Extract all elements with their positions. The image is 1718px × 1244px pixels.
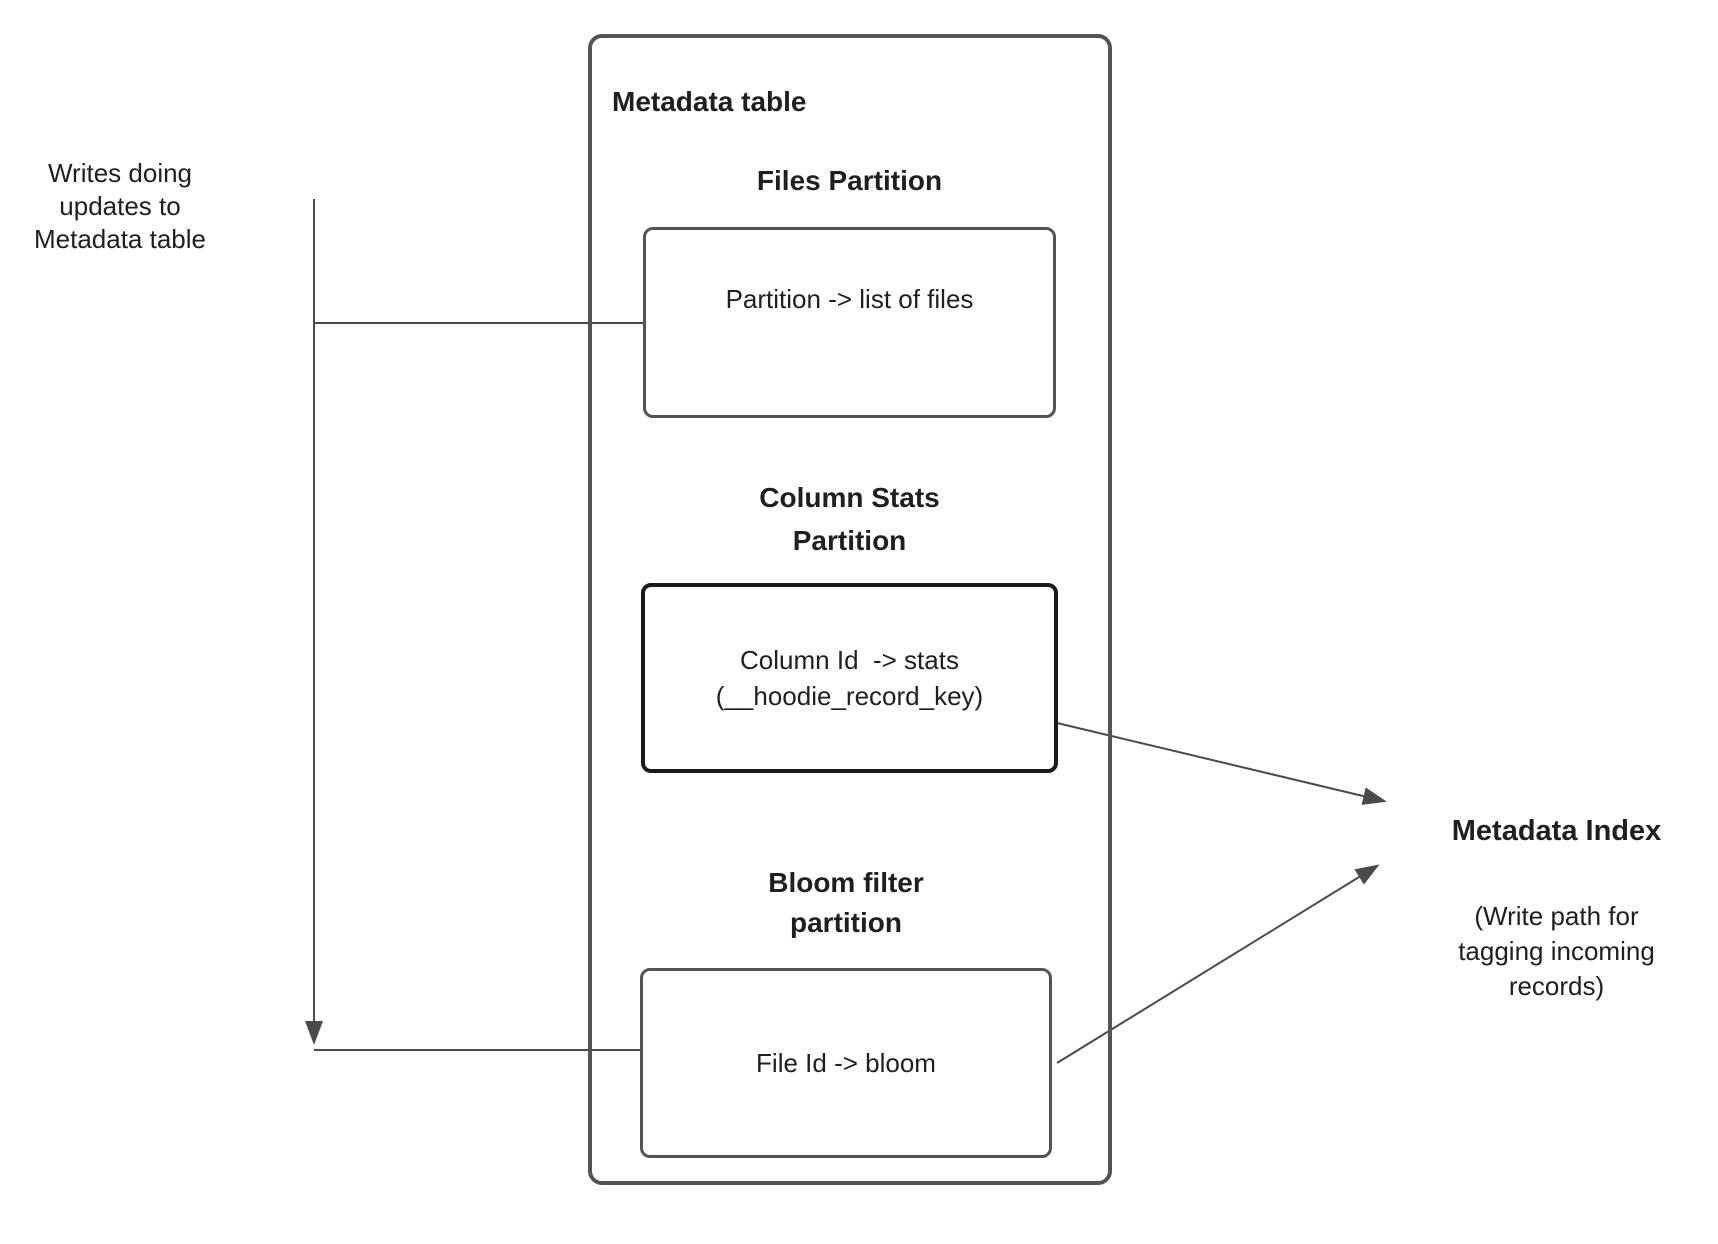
bloom-filter-box-text: File Id -> bloom xyxy=(756,1048,936,1078)
files-partition-box: Partition -> list of files xyxy=(643,227,1056,418)
column-stats-box-text: Column Id -> stats (__hoodie_record_key) xyxy=(715,645,984,711)
writes-note: Writes doing updates to Metadata table xyxy=(33,158,206,254)
metadata-table-title: Metadata table xyxy=(612,86,807,117)
metadata-index-title: Metadata Index xyxy=(1451,815,1662,847)
files-partition-title: Files Partition xyxy=(756,165,943,196)
files-partition-box-text: Partition -> list of files xyxy=(725,283,974,314)
bloom-filter-box: File Id -> bloom xyxy=(640,968,1052,1158)
column-stats-box: Column Id -> stats (__hoodie_record_key) xyxy=(641,583,1058,773)
metadata-index-note: (Write path for tagging incoming records… xyxy=(1458,901,1655,1001)
metadata-table-container xyxy=(588,34,1112,1185)
bloom-filter-partition-title: Bloom filter partition xyxy=(768,867,924,938)
column-stats-partition-title: Column Stats Partition xyxy=(759,482,940,556)
